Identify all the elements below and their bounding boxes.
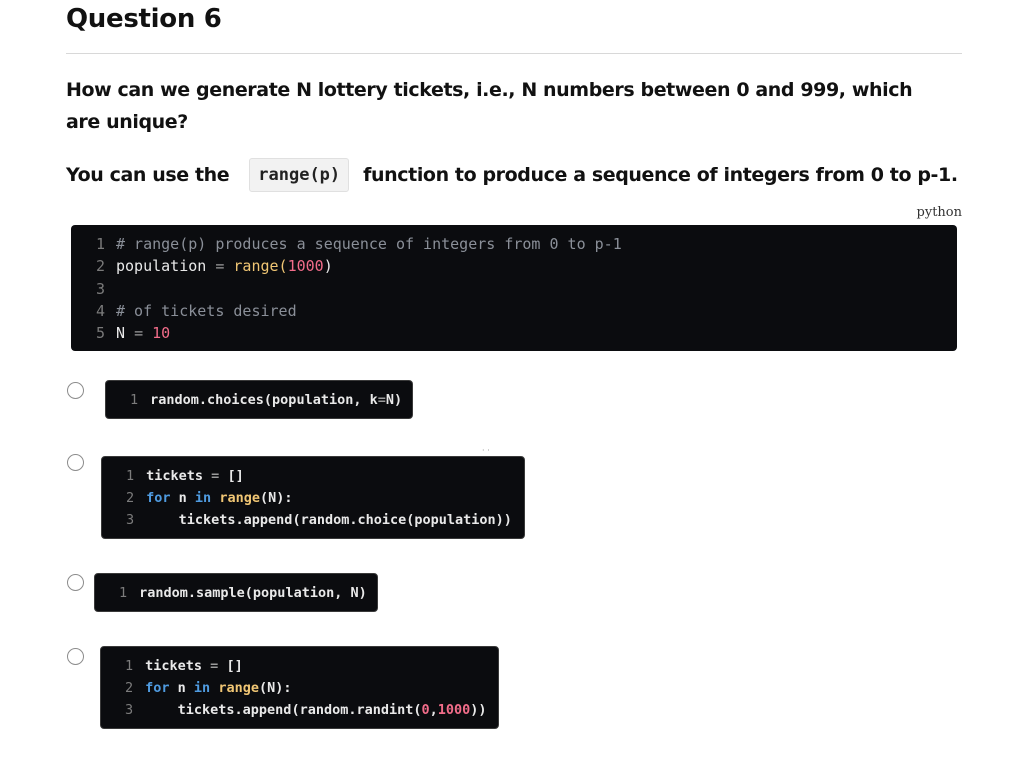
code-text: random.choices(population, k <box>150 392 378 408</box>
code-text: , <box>429 702 438 718</box>
code-text: (N): <box>258 680 292 696</box>
code-comment: # of tickets desired <box>116 301 297 320</box>
code-operator: = <box>377 392 386 408</box>
code-number: 1000 <box>287 257 324 276</box>
code-text: tickets.append(random.choice(population)… <box>146 512 512 528</box>
option-b-radio[interactable] <box>67 454 84 471</box>
option-c-code[interactable]: 1 random.sample(population, N) <box>94 573 378 612</box>
line-number: 2 <box>95 257 105 276</box>
code-keyword: for <box>146 490 171 506</box>
line-number: 1 <box>126 468 135 484</box>
code-builtin: range <box>210 680 259 696</box>
code-number: 0 <box>421 702 430 718</box>
code-text: tickets <box>145 658 211 674</box>
code-keyword: for <box>145 680 170 696</box>
line-number: 1 <box>130 392 139 408</box>
inline-code-range: range(p) <box>249 158 350 192</box>
line-number: 4 <box>95 301 105 320</box>
question-title: Question 6 <box>66 4 222 34</box>
question-text: How can we generate N lottery tickets, i… <box>66 79 913 133</box>
code-line: 2 for n in range(N): <box>125 677 498 699</box>
code-text: random.sample(population, N) <box>139 585 367 601</box>
line-number: 1 <box>119 585 128 601</box>
code-text: tickets.append(random.randint( <box>145 702 422 718</box>
hint-text: You can use the range(p) function to pro… <box>66 157 958 193</box>
line-number: 1 <box>95 235 105 253</box>
code-text: [] <box>219 468 244 484</box>
code-variable: N <box>116 324 126 343</box>
code-line: 1 tickets = [] <box>126 465 524 487</box>
code-function: range( <box>233 257 288 276</box>
code-number: 1000 <box>437 702 471 718</box>
code-keyword: in <box>194 490 212 506</box>
code-text: [] <box>218 658 243 674</box>
code-operator: = <box>134 324 144 343</box>
code-line: 1 random.choices(population, k=N) <box>130 389 412 411</box>
code-line: 1 # range(p) produces a sequence of inte… <box>71 233 957 255</box>
code-line: 2 population = range(1000) <box>71 255 957 277</box>
code-line: 3 tickets.append(random.randint(0,1000)) <box>125 699 498 721</box>
code-line: 3 tickets.append(random.choice(populatio… <box>126 509 524 531</box>
code-text: n <box>170 490 195 506</box>
code-builtin: range <box>211 490 260 506</box>
code-line: 4 # of tickets desired <box>71 300 957 322</box>
code-comment: # range(p) produces a sequence of intege… <box>116 235 622 253</box>
code-operator: = <box>215 257 225 276</box>
code-text: (N): <box>259 490 293 506</box>
code-line: 3 <box>71 278 957 300</box>
line-number: 3 <box>125 702 134 718</box>
code-language-label: python <box>916 205 962 220</box>
main-code-block: 1 # range(p) produces a sequence of inte… <box>71 225 957 351</box>
line-number: 2 <box>125 680 134 696</box>
line-number: 2 <box>126 490 135 506</box>
code-text: N) <box>385 392 403 408</box>
option-a-code[interactable]: 1 random.choices(population, k=N) <box>105 380 413 419</box>
option-b-code[interactable]: 1 tickets = [] 2 for n in range(N): 3 ti… <box>101 456 525 539</box>
code-line: 1 random.sample(population, N) <box>119 582 377 604</box>
code-text: n <box>169 680 194 696</box>
code-text: )) <box>470 702 487 718</box>
line-number: 1 <box>125 658 134 674</box>
line-number: 3 <box>126 512 135 528</box>
option-d-code[interactable]: 1 tickets = [] 2 for n in range(N): 3 ti… <box>100 646 499 729</box>
hint-suffix: function to produce a sequence of intege… <box>363 164 958 186</box>
code-number: 10 <box>152 324 171 343</box>
option-a-radio[interactable] <box>67 382 84 399</box>
code-variable: population <box>116 257 207 276</box>
code-keyword: in <box>193 680 211 696</box>
code-line: 1 tickets = [] <box>125 655 498 677</box>
code-line: 5 N = 10 <box>71 322 957 344</box>
code-paren: ) <box>323 257 333 276</box>
option-d-radio[interactable] <box>67 648 84 665</box>
code-operator: = <box>211 468 220 484</box>
stray-mark: · · <box>482 446 490 455</box>
title-divider <box>66 53 962 54</box>
line-number: 3 <box>95 279 105 298</box>
option-c-radio[interactable] <box>67 574 84 591</box>
line-number: 5 <box>95 324 105 343</box>
code-line: 2 for n in range(N): <box>126 487 524 509</box>
code-operator: = <box>210 658 219 674</box>
hint-prefix: You can use the <box>66 164 230 186</box>
code-text: tickets <box>146 468 212 484</box>
